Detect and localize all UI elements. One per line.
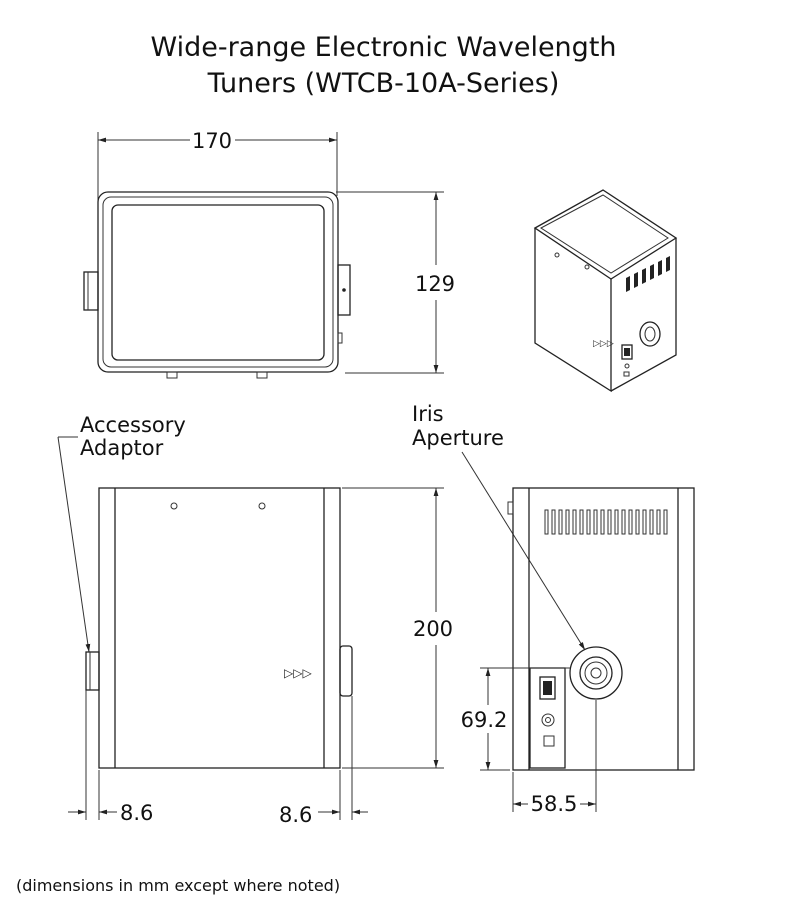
dim-top-width: 170 — [192, 129, 232, 153]
svg-text:▷▷▷: ▷▷▷ — [593, 339, 614, 349]
front-view-drawing: Accessory Adaptor ▷▷▷ 200 8.6 8.6 — [57, 413, 453, 827]
dim-right-offset: 8.6 — [279, 803, 312, 827]
title-line-1: Wide-range Electronic Wavelength — [150, 32, 617, 63]
callout-accessory-line2: Adaptor — [80, 436, 164, 460]
dim-top-depth: 129 — [415, 272, 455, 296]
dim-left-offset: 8.6 — [120, 801, 153, 825]
dim-front-height: 200 — [413, 617, 453, 641]
power-switch-icon — [539, 676, 556, 700]
svg-text:▷▷▷: ▷▷▷ — [284, 666, 312, 680]
top-view-drawing: 170 129 — [83, 129, 455, 379]
callout-iris-line2: Aperture — [412, 426, 504, 450]
isometric-view-drawing: ▷▷▷ — [533, 189, 678, 393]
callout-iris-line1: Iris — [412, 402, 444, 426]
dim-aperture-height: 69.2 — [461, 708, 508, 732]
diagram-title: Wide-range Electronic Wavelength Tuners … — [0, 30, 767, 102]
usb-port-icon — [543, 735, 555, 747]
dim-aperture-offset: 58.5 — [531, 792, 578, 816]
title-line-2: Tuners (WTCB-10A-Series) — [207, 68, 560, 99]
connector-icon — [541, 713, 555, 727]
footnote: (dimensions in mm except where noted) — [16, 876, 340, 895]
side-view-drawing: Iris Aperture — [412, 402, 695, 816]
callout-accessory-line1: Accessory — [80, 413, 186, 437]
